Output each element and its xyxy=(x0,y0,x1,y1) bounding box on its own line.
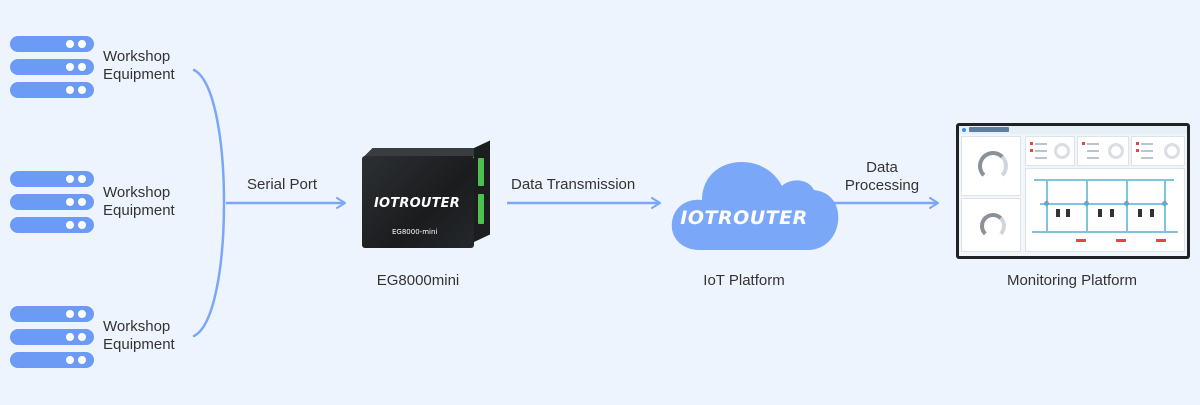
cloud-icon xyxy=(671,162,839,250)
server-icon xyxy=(10,217,94,233)
cloud-caption: IoT Platform xyxy=(703,272,785,289)
server-icon xyxy=(10,171,94,187)
monitor-icon xyxy=(956,123,1190,259)
equipment-label-line2: Equipment xyxy=(103,202,175,219)
gateway-caption: EG8000mini xyxy=(376,272,460,289)
equipment-label: Workshop Equipment xyxy=(103,184,213,220)
server-icon xyxy=(10,194,94,210)
server-icon xyxy=(10,36,94,52)
monitor-caption: Monitoring Platform xyxy=(1006,272,1138,289)
terminal-block xyxy=(478,158,484,186)
equipment-label-line2: Equipment xyxy=(103,336,175,353)
gateway-device-icon: IOTROUTER EG8000-mini xyxy=(362,140,491,248)
data-processing-label: Data Processing xyxy=(832,159,932,195)
equipment-label-line1: Workshop xyxy=(103,318,171,335)
gateway-brand: IOTROUTER xyxy=(374,196,460,211)
serial-port-label: Serial Port xyxy=(247,176,318,193)
server-icon xyxy=(10,329,94,345)
cloud-brand: IOTROUTER xyxy=(680,207,808,229)
equipment-label-line2: Equipment xyxy=(103,66,175,83)
data-processing-line2: Processing xyxy=(844,177,920,194)
equipment-label: Workshop Equipment xyxy=(103,48,213,84)
equipment-label-line1: Workshop xyxy=(103,184,171,201)
server-icon xyxy=(10,352,94,368)
monitor-screen xyxy=(959,126,1187,256)
server-icon xyxy=(10,59,94,75)
gateway-model: EG8000-mini xyxy=(392,228,438,236)
equipment-label-line1: Workshop xyxy=(103,48,171,65)
equipment-label: Workshop Equipment xyxy=(103,318,213,354)
server-icon xyxy=(10,306,94,322)
data-processing-line1: Data xyxy=(866,159,898,176)
terminal-block xyxy=(478,194,484,224)
server-icon xyxy=(10,82,94,98)
merge-bracket xyxy=(192,68,226,338)
data-transmission-label: Data Transmission xyxy=(511,176,636,193)
